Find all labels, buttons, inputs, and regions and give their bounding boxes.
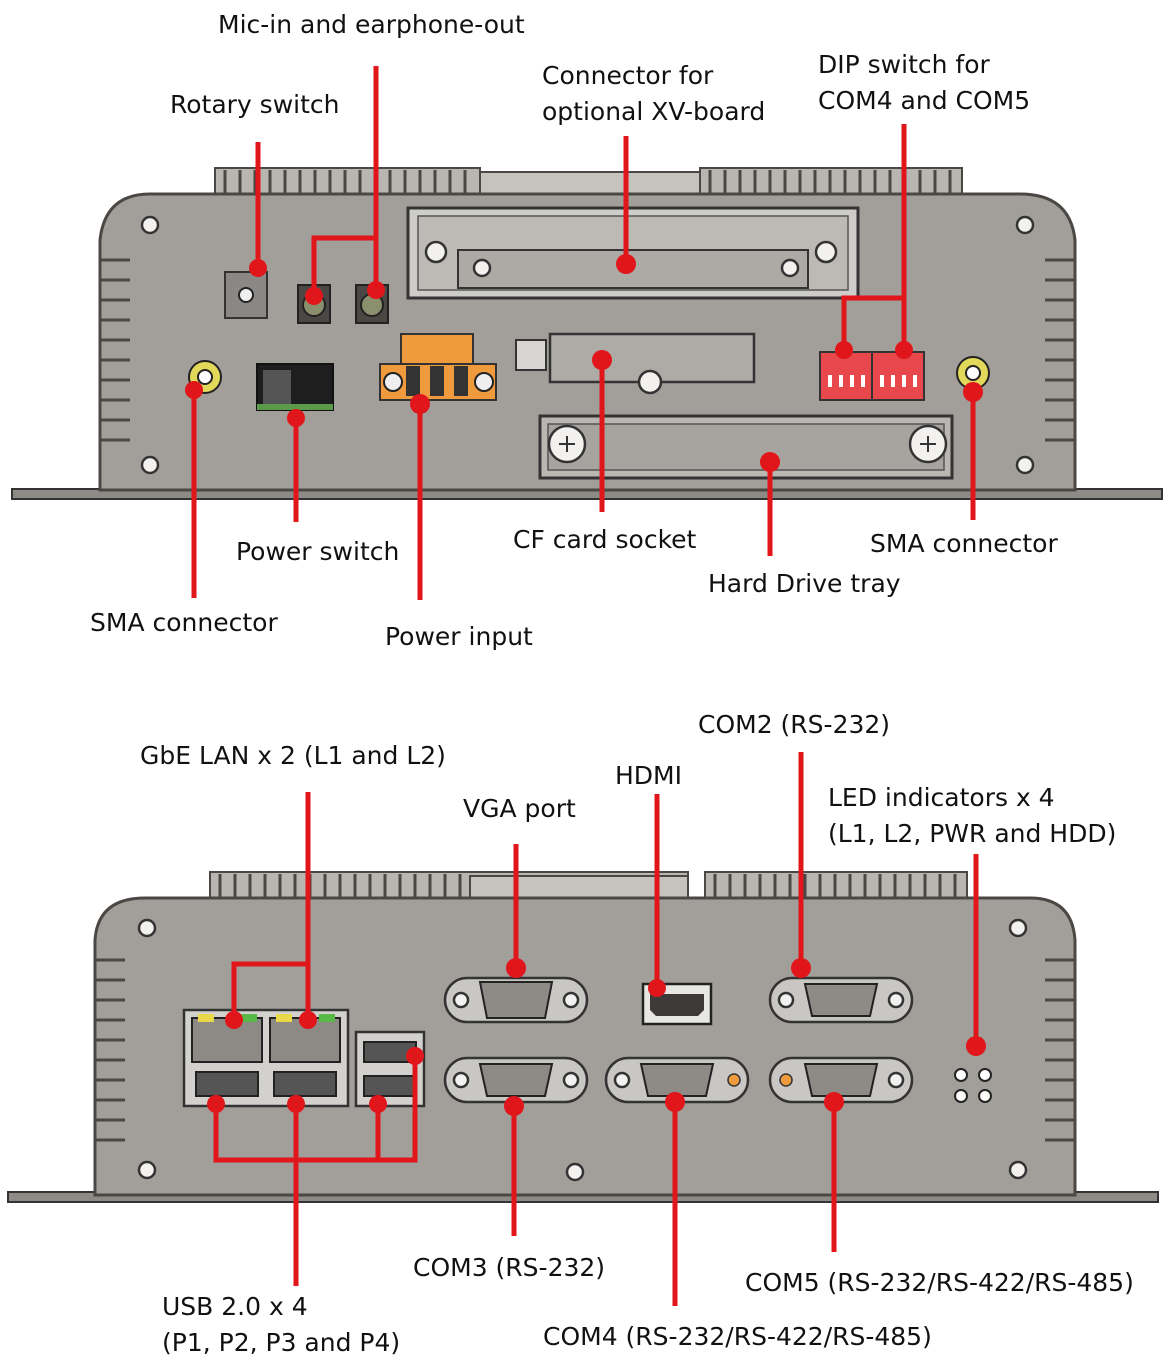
label-sma-right: SMA connector: [870, 529, 1058, 558]
com4-connector: [604, 1056, 750, 1104]
label-dip-switch-1: DIP switch for: [818, 50, 990, 79]
cf-card-socket: [515, 332, 756, 395]
rear-panel: COM2 (RS-232) GbE LAN x 2 (L1 and L2) HD…: [7, 710, 1159, 1357]
rear-heatsink: [209, 871, 968, 901]
front-leader-lines: [185, 66, 983, 600]
label-vga: VGA port: [463, 794, 576, 823]
led-indicators: [954, 1068, 992, 1103]
rear-labels: COM2 (RS-232) GbE LAN x 2 (L1 and L2) HD…: [140, 710, 1134, 1357]
vga-connector: [443, 976, 589, 1024]
label-led-2: (L1, L2, PWR and HDD): [828, 819, 1116, 848]
hard-drive-tray: [538, 414, 954, 480]
power-terminal-block: [379, 333, 497, 401]
label-led-1: LED indicators x 4: [828, 783, 1055, 812]
label-usb-1: USB 2.0 x 4: [162, 1292, 308, 1321]
xv-connector-cover: [406, 206, 860, 300]
front-heatsink: [214, 167, 963, 197]
label-rotary-switch: Rotary switch: [170, 90, 340, 119]
lan-usb-block: [182, 1008, 426, 1108]
rear-chassis: [93, 896, 1077, 1197]
label-com3: COM3 (RS-232): [413, 1253, 605, 1282]
com2-connector: [768, 976, 914, 1024]
front-panel: Mic-in and earphone-out Rotary switch Co…: [11, 10, 1163, 651]
rotary-switch: [224, 271, 268, 319]
label-mic-earphone: Mic-in and earphone-out: [218, 10, 525, 39]
label-hdmi: HDMI: [615, 761, 682, 790]
front-labels: Mic-in and earphone-out Rotary switch Co…: [90, 10, 1058, 651]
label-power-input: Power input: [385, 622, 533, 651]
label-xv-connector-2: optional XV-board: [542, 97, 765, 126]
label-hdd-tray: Hard Drive tray: [708, 569, 901, 598]
dip-switches: [819, 351, 925, 401]
rear-leader-lines: [207, 752, 986, 1306]
label-com2: COM2 (RS-232): [698, 710, 890, 739]
com3-connector: [443, 1056, 589, 1104]
label-xv-connector-1: Connector for: [542, 61, 714, 90]
label-lan: GbE LAN x 2 (L1 and L2): [140, 741, 446, 770]
label-power-switch: Power switch: [236, 537, 399, 566]
label-com4: COM4 (RS-232/RS-422/RS-485): [543, 1322, 932, 1351]
label-sma-left: SMA connector: [90, 608, 278, 637]
label-cf-card: CF card socket: [513, 525, 697, 554]
label-com5: COM5 (RS-232/RS-422/RS-485): [745, 1268, 1134, 1297]
power-switch: [256, 363, 334, 411]
label-usb-2: (P1, P2, P3 and P4): [162, 1328, 400, 1357]
label-dip-switch-2: COM4 and COM5: [818, 86, 1030, 115]
sma-connector-right: [956, 356, 990, 390]
